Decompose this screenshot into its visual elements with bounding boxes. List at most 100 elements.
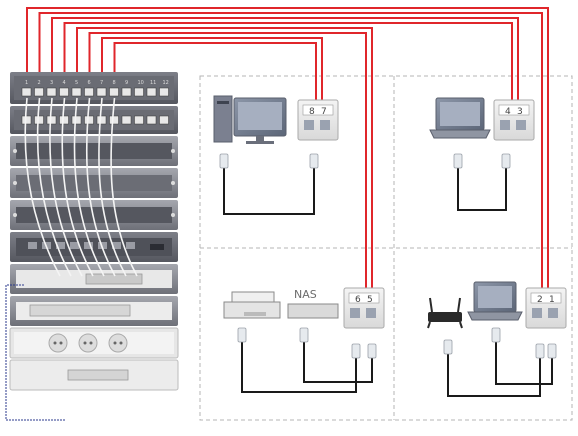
outlet-port-label: 4 — [505, 107, 511, 117]
outlet-port-label: 8 — [309, 107, 315, 117]
switch-port — [126, 242, 135, 249]
patch-port — [71, 115, 82, 125]
patch-cable — [85, 97, 116, 277]
cable-nas-outlet — [303, 340, 373, 383]
patch-cable — [110, 97, 138, 277]
patch-port-number: 12 — [163, 80, 169, 86]
patch-port-number: 5 — [75, 80, 78, 86]
patch-port — [146, 87, 157, 97]
patch-port — [84, 87, 94, 97]
rj45-plugs — [219, 153, 557, 359]
patch-port — [96, 87, 107, 97]
room-borders — [199, 75, 573, 421]
switch-port — [98, 242, 107, 249]
patch-port — [34, 87, 44, 97]
power-strip — [9, 327, 179, 359]
patch-port — [21, 87, 32, 97]
patch-port-number: 9 — [125, 80, 128, 86]
patch-port — [146, 115, 157, 125]
patch-port-number: 2 — [38, 80, 41, 86]
network-switch — [10, 232, 178, 262]
wall-outlet-bottom-right: 2 1 — [525, 287, 567, 329]
patch-port — [34, 115, 44, 125]
patch-cable — [49, 97, 83, 277]
wall-outlet-top-right: 4 3 — [493, 99, 535, 141]
patch-cable — [98, 97, 127, 277]
rack-shelf-bottom — [9, 359, 179, 391]
cable-router-outlet — [447, 352, 541, 397]
switch-port — [112, 242, 121, 249]
rack-shelf-2 — [10, 296, 178, 326]
switch-port — [28, 242, 37, 249]
patch-port — [59, 87, 69, 97]
cable-laptop1-outlet — [457, 166, 507, 211]
patch-port — [109, 87, 119, 97]
patch-port — [109, 115, 119, 125]
patch-port — [46, 115, 57, 125]
uplink-cable — [76, 27, 373, 293]
uplink-cable — [63, 22, 513, 105]
uplink-cables — [26, 7, 549, 293]
rj45-plug — [547, 343, 557, 359]
rj45-plug — [535, 343, 545, 359]
rj45-plug — [219, 153, 229, 169]
rack-shelf-1 — [10, 264, 178, 294]
uplink-cable — [113, 42, 317, 105]
patch-cable — [36, 97, 72, 277]
desktop-computer — [213, 95, 287, 144]
uplink-cable — [38, 12, 543, 293]
rj45-plug — [351, 343, 361, 359]
nas-device: NAS — [287, 288, 339, 319]
socket-2 — [78, 333, 98, 353]
patch-port — [134, 115, 144, 125]
device-cables — [223, 166, 553, 397]
rj45-plug — [237, 327, 247, 343]
patch-port — [159, 87, 169, 97]
patch-cable — [73, 97, 105, 277]
patch-panel-2 — [10, 106, 178, 134]
printer — [223, 291, 281, 319]
uplink-cable — [51, 17, 519, 105]
rj45-plug — [491, 327, 501, 343]
blank-panel-2 — [10, 168, 178, 198]
rj45-plug — [309, 153, 319, 169]
socket-3 — [108, 333, 128, 353]
outlet-port-label: 5 — [367, 295, 373, 305]
blank-panel-3 — [10, 200, 178, 230]
ground-wire — [5, 284, 66, 421]
outlet-port-label: 3 — [517, 107, 523, 117]
patch-port — [21, 115, 32, 125]
cable-printer-outlet — [241, 340, 357, 393]
socket-1 — [48, 333, 68, 353]
patch-port — [96, 115, 107, 125]
rj45-plug — [453, 153, 463, 169]
patch-port — [71, 87, 82, 97]
cable-laptop2-outlet — [495, 340, 553, 385]
patch-port — [46, 87, 57, 97]
patch-port — [59, 115, 69, 125]
rj45-plug — [367, 343, 377, 359]
patch-port — [134, 87, 144, 97]
uplink-cable — [88, 32, 367, 293]
rj45-plug — [443, 339, 453, 355]
patch-port-number: 10 — [138, 80, 144, 86]
outlet-port-label: 2 — [537, 295, 543, 305]
patch-port — [159, 115, 169, 125]
patch-port — [121, 115, 132, 125]
patch-port-number: 1 — [25, 80, 28, 86]
outlet-port-label: 1 — [549, 295, 555, 305]
patch-port-number: 6 — [88, 80, 91, 86]
rj45-plug — [501, 153, 511, 169]
outlet-port-label: 6 — [355, 295, 361, 305]
patch-port-number: 3 — [50, 80, 53, 86]
outlet-port-label: 7 — [321, 107, 327, 117]
patch-cables — [24, 97, 138, 277]
switch-port — [56, 242, 65, 249]
blank-panel-1 — [10, 136, 178, 166]
patch-port-number: 11 — [150, 80, 156, 86]
nas-label: NAS — [294, 288, 317, 301]
laptop-1 — [429, 97, 491, 139]
